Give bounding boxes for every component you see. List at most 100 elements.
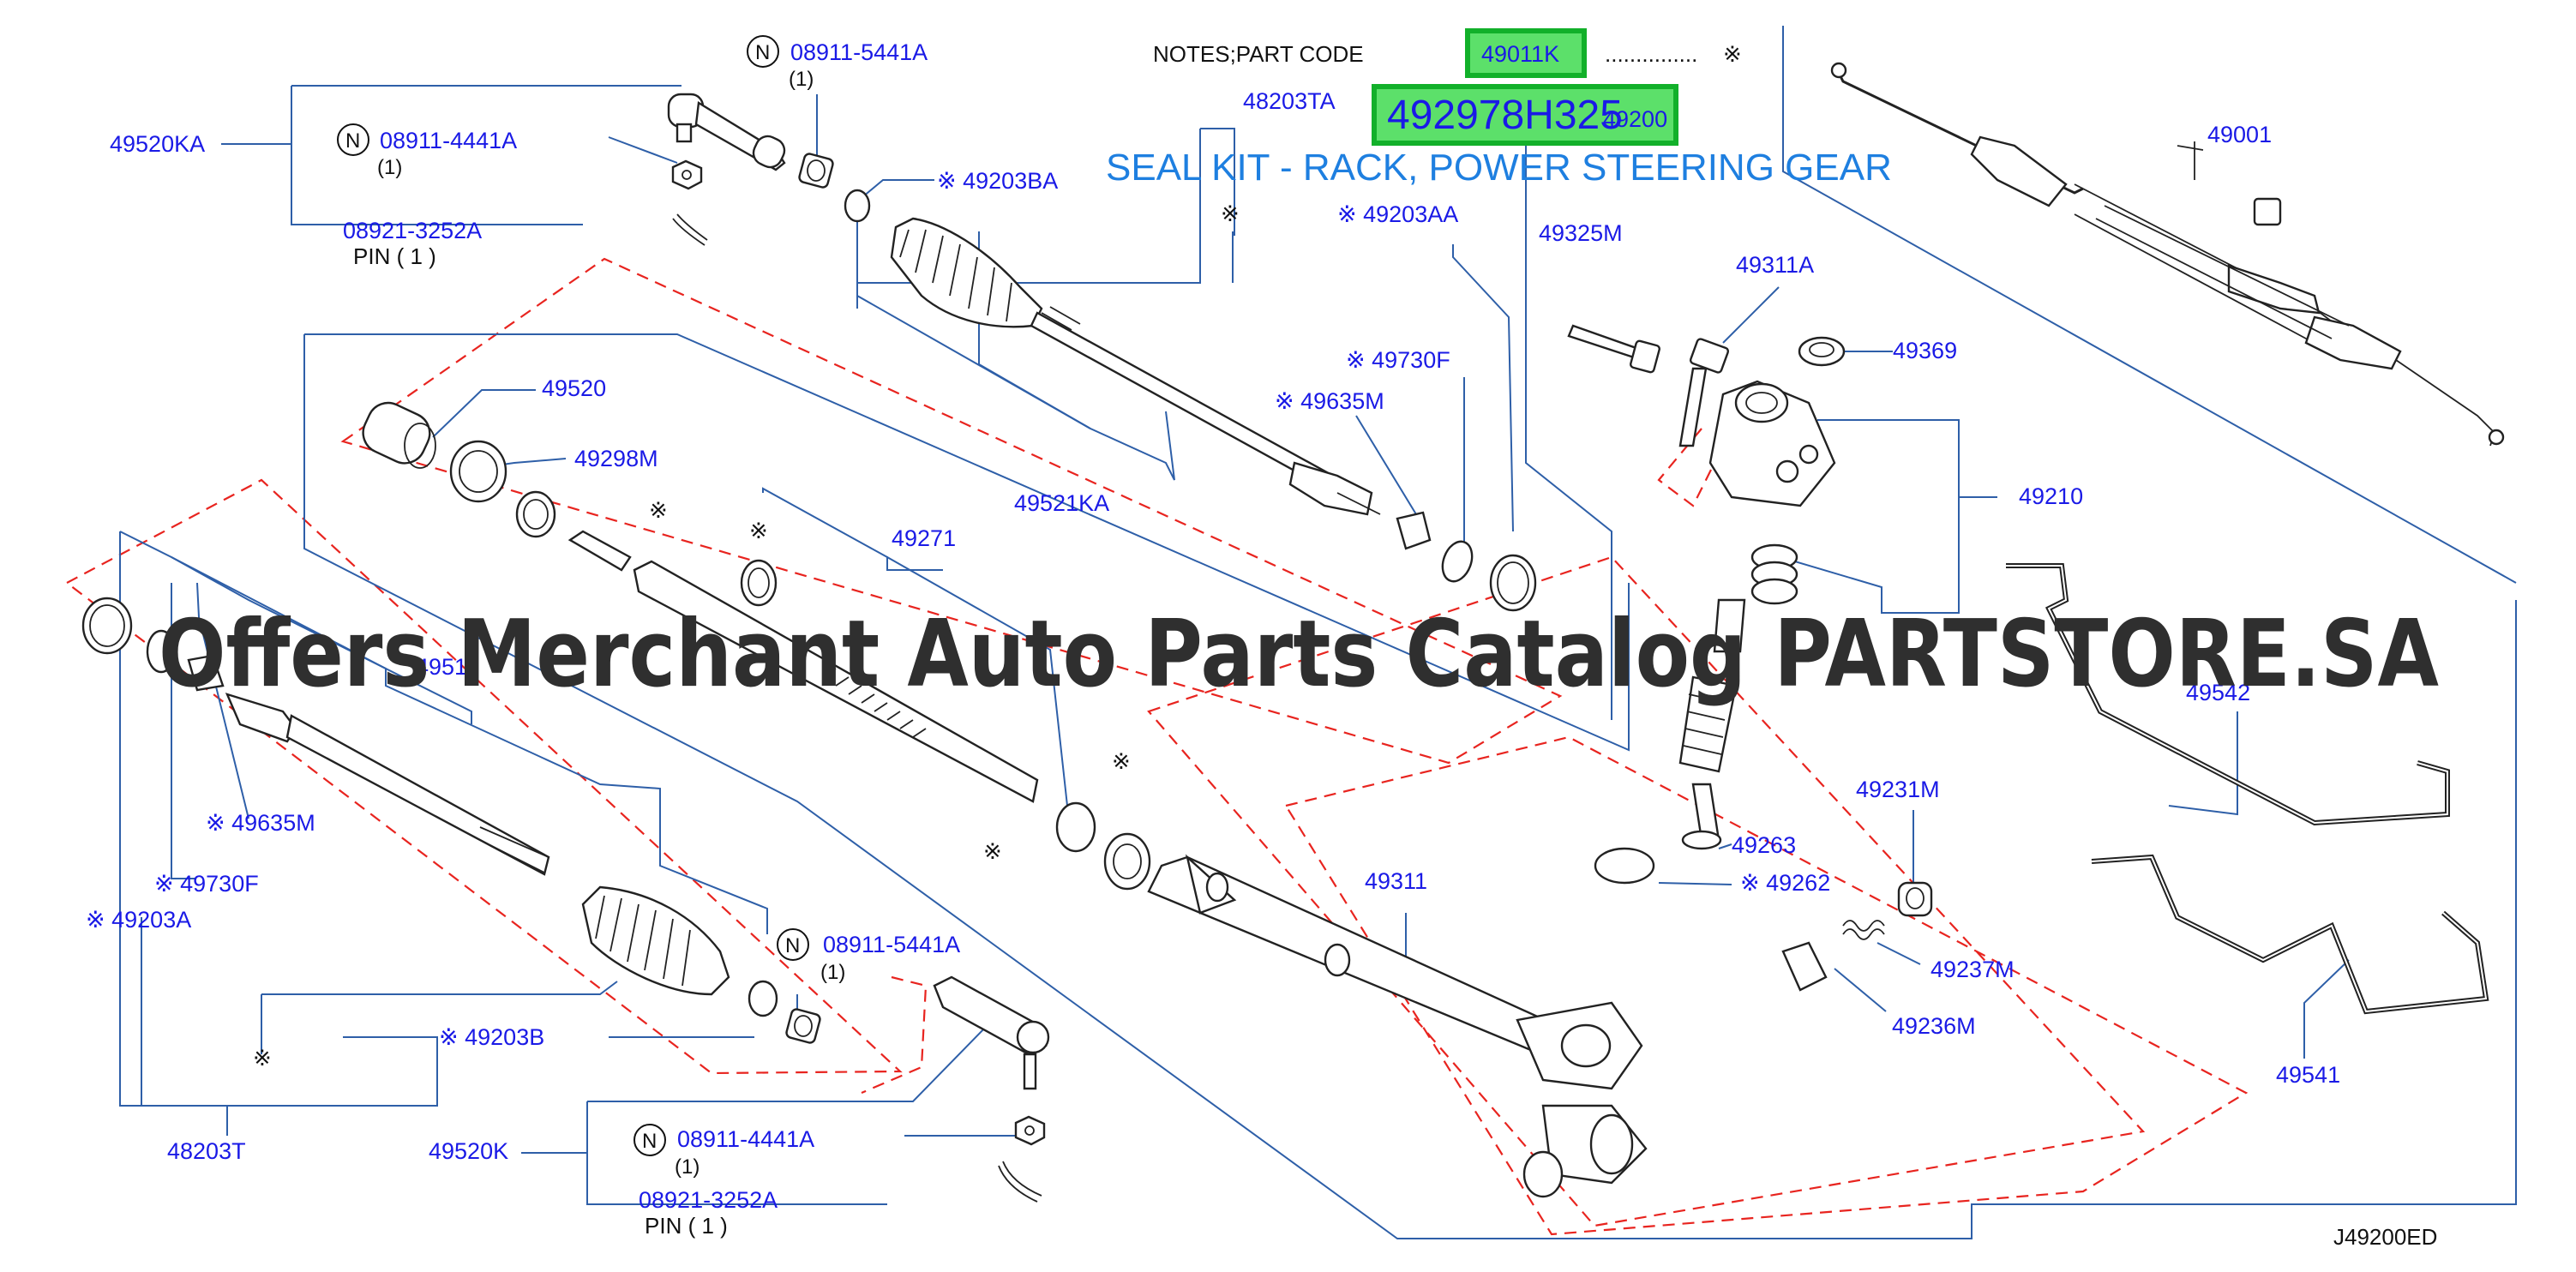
notes-label: NOTES;PART CODE: [1153, 41, 1364, 67]
label-49210[interactable]: 49210: [2019, 483, 2083, 509]
leader-49542: [2168, 711, 2238, 816]
label-49203B[interactable]: ※ 49203B: [439, 1024, 544, 1050]
leader-49520K-b: [587, 1026, 987, 1102]
leader-49521KA-v: [978, 231, 1091, 429]
tie-rod-end-top: [667, 93, 786, 171]
label-08911-5441A-top[interactable]: 08911-5441A: [790, 39, 928, 65]
label-mark-b: ※: [649, 497, 668, 523]
label-49001[interactable]: 49001: [2207, 122, 2272, 147]
label-49541[interactable]: 49541: [2276, 1062, 2340, 1088]
tie-rod-end-bottom: [933, 975, 1050, 1090]
collar-bottom: [785, 1008, 821, 1044]
label-pin-bot: PIN ( 1 ): [645, 1213, 728, 1239]
label-49311[interactable]: 49311: [1365, 868, 1427, 894]
leader-49730F-bot: [171, 583, 195, 879]
bolt-49325M: [1567, 324, 1660, 374]
leader-49236M: [1834, 968, 1887, 1012]
notes-header: NOTES;PART CODE 49011K ............... ※: [1153, 28, 1742, 78]
n-marker-top-text: N: [755, 41, 770, 64]
label-08921-3252A-top[interactable]: 08921-3252A: [343, 218, 482, 243]
notes-code[interactable]: 49011K: [1481, 41, 1559, 67]
bushing-49298M: [449, 440, 507, 503]
boot-bottom: [581, 885, 730, 996]
oring-49263: [1681, 830, 1722, 850]
label-49521KA[interactable]: 49521KA: [1014, 490, 1109, 516]
cotter-pin-bottom: [998, 1161, 1042, 1203]
label-49237M[interactable]: 49237M: [1930, 957, 2015, 982]
label-49298M[interactable]: 49298M: [574, 446, 658, 471]
valve-housing-49210: [1708, 380, 1836, 507]
clamp-49203AA: [1489, 554, 1537, 612]
pipe-49542: [2006, 563, 2450, 826]
leader-left-bottom: [261, 981, 618, 995]
part-labels: 08911-5441A (1) 49520KA 08911-4441A (1) …: [86, 39, 2340, 1239]
leader-49271-b: [886, 556, 1068, 807]
leader-49520K: [586, 1101, 887, 1205]
label-mark-c: ※: [749, 518, 768, 543]
label-08911-4441A-bot[interactable]: 08911-4441A: [677, 1126, 814, 1152]
label-08921-3252A-bot[interactable]: 08921-3252A: [639, 1187, 778, 1213]
label-mark-d: ※: [1112, 748, 1131, 774]
label-49203AA[interactable]: ※ 49203AA: [1337, 201, 1458, 227]
label-08911-4441A-top[interactable]: 08911-4441A: [380, 128, 517, 153]
pipe-49541: [2091, 854, 2489, 1015]
leader-49325M-block: [1525, 129, 1612, 720]
ring-880: [740, 559, 778, 607]
leader-outer-frame: [304, 333, 1630, 752]
highlight-part-number[interactable]: 492978H325: [1387, 93, 1623, 138]
label-49203A[interactable]: ※ 49203A: [86, 907, 191, 933]
leader-49210-b: [1765, 497, 1960, 614]
label-49542[interactable]: 49542: [2186, 680, 2250, 705]
label-49263[interactable]: 49263: [1732, 832, 1796, 858]
leader-49263: [1718, 843, 1732, 849]
outline-outer-left: [64, 478, 903, 1075]
label-08911-5441A-bot[interactable]: 08911-5441A: [823, 932, 960, 957]
leader-49635M-bot: [196, 582, 249, 819]
label-49311A[interactable]: 49311A: [1736, 252, 1814, 278]
n-marker-top: N: [747, 35, 779, 68]
rack-piece: [567, 530, 1039, 803]
leader-49520: [432, 389, 536, 438]
parts: [81, 62, 2505, 1203]
label-48203TA[interactable]: 48203TA: [1243, 88, 1336, 114]
washer-49369: [1798, 336, 1846, 367]
label-49730F-bot[interactable]: ※ 49730F: [154, 871, 259, 897]
label-49520[interactable]: 49520: [542, 375, 606, 401]
n-marker-mid-text: N: [345, 129, 360, 153]
clip-49203B: [748, 980, 778, 1017]
label-49203BA[interactable]: ※ 49203BA: [937, 168, 1058, 194]
label-49231M[interactable]: 49231M: [1856, 777, 1940, 802]
label-49730F-top[interactable]: ※ 49730F: [1346, 347, 1450, 373]
label-49635M-top[interactable]: ※ 49635M: [1275, 388, 1384, 414]
label-4951x[interactable]: 4951: [416, 654, 467, 680]
label-49262[interactable]: ※ 49262: [1740, 870, 1830, 896]
label-48203T[interactable]: 48203T: [167, 1138, 246, 1164]
label-49520K[interactable]: 49520K: [429, 1138, 508, 1164]
outline-rack-lower: [1284, 735, 2249, 1236]
label-49271[interactable]: 49271: [892, 525, 956, 551]
label-49369[interactable]: 49369: [1893, 338, 1957, 363]
leader-left-top: [119, 531, 472, 724]
leader-49635M: [1355, 415, 1420, 519]
n-marker-bot2-text: N: [642, 1130, 657, 1153]
leader-top-right: [1782, 26, 2517, 584]
assembly-outlines: [64, 257, 2249, 1236]
oring-49262: [1594, 847, 1655, 885]
highlight-part: 492978H325 49200 SEAL KIT - RACK, POWER …: [1106, 84, 1892, 189]
part-number-highlight: [1372, 84, 1678, 146]
pinion-spool: [1678, 543, 1798, 842]
clip-49203BA: [844, 189, 871, 223]
label-49635M-bot[interactable]: ※ 49635M: [206, 810, 315, 836]
label-pin-top: PIN ( 1 ): [353, 243, 436, 269]
label-49236M[interactable]: 49236M: [1892, 1013, 1976, 1039]
label-mark-a: ※: [1221, 201, 1240, 226]
notes-dots: ...............: [1605, 41, 1697, 67]
label-qty-top: (1): [789, 68, 814, 91]
label-qty-mid: (1): [377, 156, 402, 179]
label-49520KA[interactable]: 49520KA: [110, 131, 205, 157]
diagram-code: J49200ED: [2333, 1224, 2437, 1250]
n-markers: N N N N: [337, 35, 809, 1156]
outline-rack-housing: [1147, 555, 2146, 1227]
ring-clip-left: [81, 597, 225, 692]
label-49325M[interactable]: 49325M: [1539, 220, 1623, 246]
